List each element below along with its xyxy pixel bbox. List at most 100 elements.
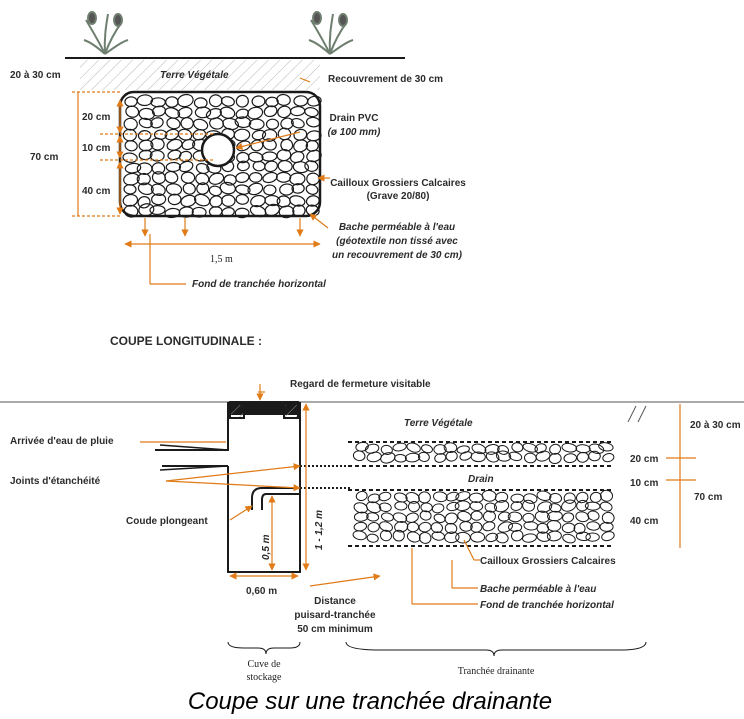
pebble — [418, 532, 432, 544]
pebble — [366, 533, 379, 543]
topsoil-hatch-bottom-2 — [637, 405, 647, 423]
pebble — [251, 129, 267, 141]
pebble — [445, 450, 458, 462]
pebble — [563, 492, 576, 504]
pebble — [124, 140, 138, 152]
pebble — [353, 521, 368, 532]
bottom-arrivee: Arrivée d'eau de pluie — [10, 436, 114, 447]
longitudinal-section: Regard de fermeture visitable Terre Végé… — [0, 379, 744, 683]
pebble — [276, 93, 291, 106]
pebble — [431, 503, 445, 514]
pebble — [536, 490, 552, 502]
pebble — [164, 107, 181, 119]
pebble — [522, 499, 535, 512]
pebble — [446, 501, 460, 512]
pebble — [352, 530, 367, 541]
pebble — [191, 206, 207, 218]
bottom-terre-vegetale: Terre Végétale — [404, 418, 473, 429]
top-bache-1: Bache perméable à l'eau — [339, 222, 455, 233]
pebble — [497, 445, 509, 455]
pebble — [575, 531, 591, 542]
brace-cuve — [227, 641, 301, 655]
pebble — [406, 521, 420, 533]
pebble — [305, 116, 321, 128]
pebble — [265, 118, 280, 130]
pebble — [263, 105, 278, 118]
pebble — [166, 117, 181, 130]
pebble — [125, 105, 140, 118]
pebble — [167, 193, 182, 206]
pebble — [484, 502, 497, 513]
pebble — [248, 171, 263, 183]
top-bache-2: (géotextile non tissé avec — [336, 236, 458, 247]
pebble — [289, 172, 306, 186]
pebble — [598, 442, 614, 452]
pebble — [235, 172, 250, 183]
pebble — [576, 451, 589, 463]
label-tranchee: Tranchée drainante — [458, 666, 535, 677]
top-fond: Fond de tranchée horizontal — [192, 279, 326, 290]
pebble — [221, 207, 235, 218]
pebble — [495, 532, 509, 544]
pebble — [279, 183, 295, 196]
pebble — [355, 490, 368, 502]
top-drain-pvc: Drain PVC — [330, 113, 379, 124]
pebble — [445, 491, 460, 502]
pebble — [380, 452, 396, 464]
bottom-fond: Fond de tranchée horizontal — [480, 600, 614, 611]
bottom-dim-060: 0,60 m — [246, 586, 277, 597]
bottom-dim-10: 10 cm — [630, 478, 658, 489]
top-cailloux: Cailloux Grossiers Calcaires — [330, 178, 466, 189]
pebble — [220, 96, 235, 107]
figure-caption: Coupe sur une tranchée drainante — [188, 688, 552, 715]
pebble — [457, 510, 472, 522]
cross-section-top: 20 à 30 cm Terre Végétale Recouvrement d… — [10, 11, 466, 290]
pebble — [364, 443, 380, 454]
pebble — [546, 530, 562, 542]
pebble — [124, 162, 142, 174]
pebble — [247, 182, 264, 196]
pebble — [561, 499, 577, 512]
pebble — [586, 521, 601, 531]
pebble — [352, 450, 366, 462]
pebble — [378, 502, 392, 512]
pebble — [164, 170, 179, 184]
pebble — [177, 128, 193, 141]
top-recouvrement: Recouvrement de 30 cm — [328, 74, 443, 85]
bottom-dim-05: 0,5 m — [261, 534, 272, 560]
pebble — [221, 194, 236, 207]
plant-icon — [83, 11, 129, 55]
pebble — [417, 451, 430, 462]
pebble — [181, 138, 196, 151]
pebble — [380, 444, 393, 455]
pebble — [507, 511, 523, 523]
storage-tank — [155, 401, 301, 573]
pebble — [406, 442, 421, 453]
pebble — [536, 531, 551, 542]
pebble — [149, 205, 166, 216]
pebble — [236, 160, 250, 172]
pebble — [404, 452, 421, 463]
pebble — [485, 532, 499, 543]
pebble — [576, 499, 589, 512]
pebble — [234, 116, 252, 129]
pebble — [261, 128, 278, 142]
pebble — [263, 184, 277, 196]
pebble — [194, 106, 212, 119]
pebble — [123, 204, 139, 218]
pebble — [482, 521, 496, 532]
pebble — [208, 185, 223, 197]
pebble — [151, 162, 166, 175]
pebble — [497, 511, 511, 522]
pebble — [599, 521, 614, 532]
callout-arrows — [124, 77, 330, 285]
top-drain-dia: (ø 100 mm) — [328, 127, 381, 138]
pebble — [495, 450, 512, 462]
pebble — [381, 512, 394, 522]
top-terre-vegetale: Terre Végétale — [160, 70, 229, 81]
pebble — [392, 442, 407, 452]
top-dim-20: 20 cm — [82, 112, 110, 123]
bottom-callouts — [140, 384, 696, 605]
pebble — [508, 451, 523, 462]
